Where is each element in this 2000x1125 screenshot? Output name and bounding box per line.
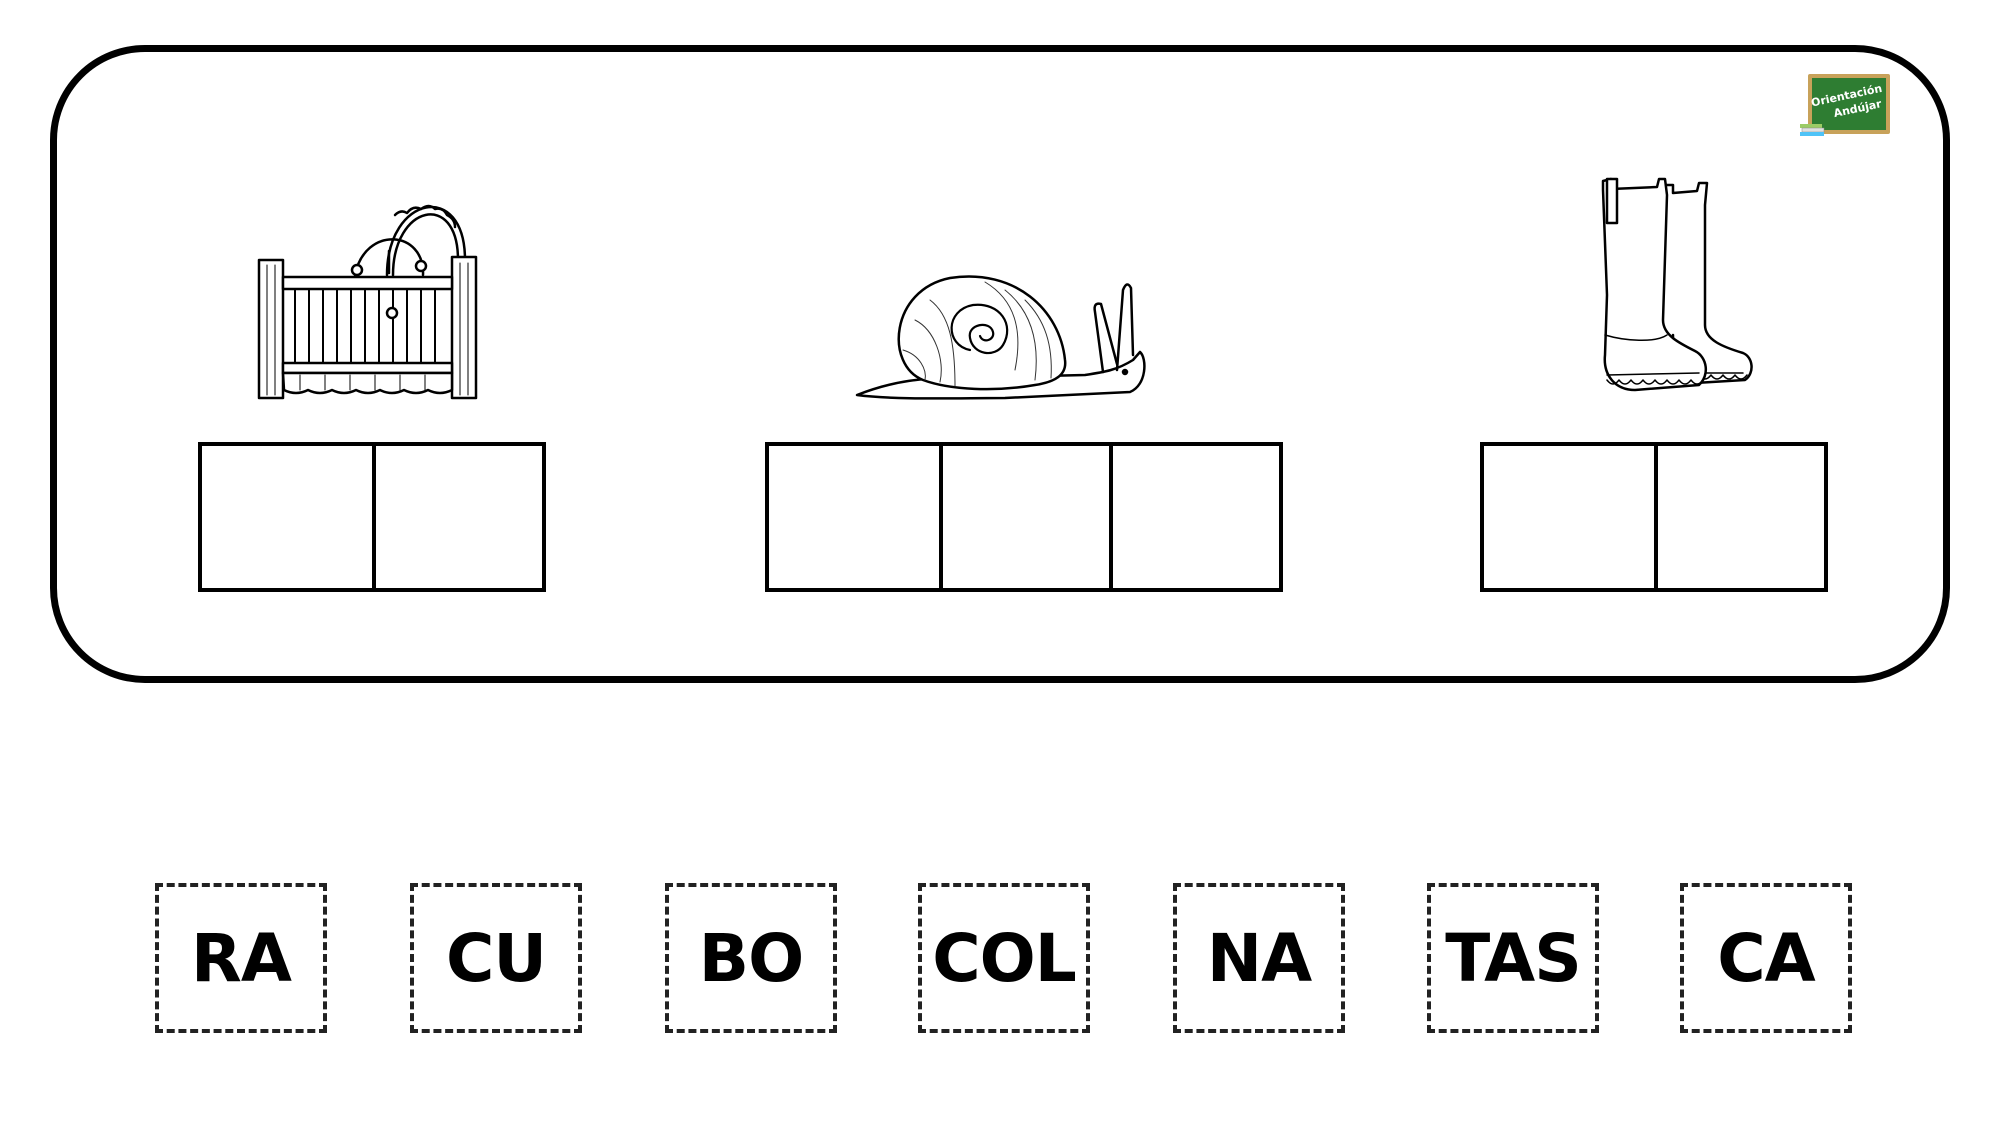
syllable-tile-tas[interactable]: TAS xyxy=(1427,883,1599,1033)
syllable-tile-bo[interactable]: BO xyxy=(665,883,837,1033)
syllable-tile-ca[interactable]: CA xyxy=(1680,883,1852,1033)
answer-slot[interactable] xyxy=(769,446,939,588)
snail-icon xyxy=(855,260,1155,400)
orientacion-andujar-logo: Orientación Andújar xyxy=(1800,72,1892,138)
answer-slot[interactable] xyxy=(372,446,542,588)
syllable-tile-na[interactable]: NA xyxy=(1173,883,1345,1033)
answer-slot[interactable] xyxy=(1484,446,1654,588)
crib-icon xyxy=(255,185,480,400)
syllable-tile-col[interactable]: COL xyxy=(918,883,1090,1033)
syllable-tile-cu[interactable]: CU xyxy=(410,883,582,1033)
answer-slot[interactable] xyxy=(1109,446,1279,588)
answer-slot[interactable] xyxy=(1654,446,1824,588)
answer-slot[interactable] xyxy=(939,446,1109,588)
answer-slot[interactable] xyxy=(202,446,372,588)
boots-icon xyxy=(1595,175,1755,405)
answer-slots-snail xyxy=(765,442,1283,592)
answer-slots-boots xyxy=(1480,442,1828,592)
syllable-tiles: RA CU BO COL NA TAS CA xyxy=(0,883,2000,1033)
answer-slots-crib xyxy=(198,442,546,592)
syllable-tile-ra[interactable]: RA xyxy=(155,883,327,1033)
